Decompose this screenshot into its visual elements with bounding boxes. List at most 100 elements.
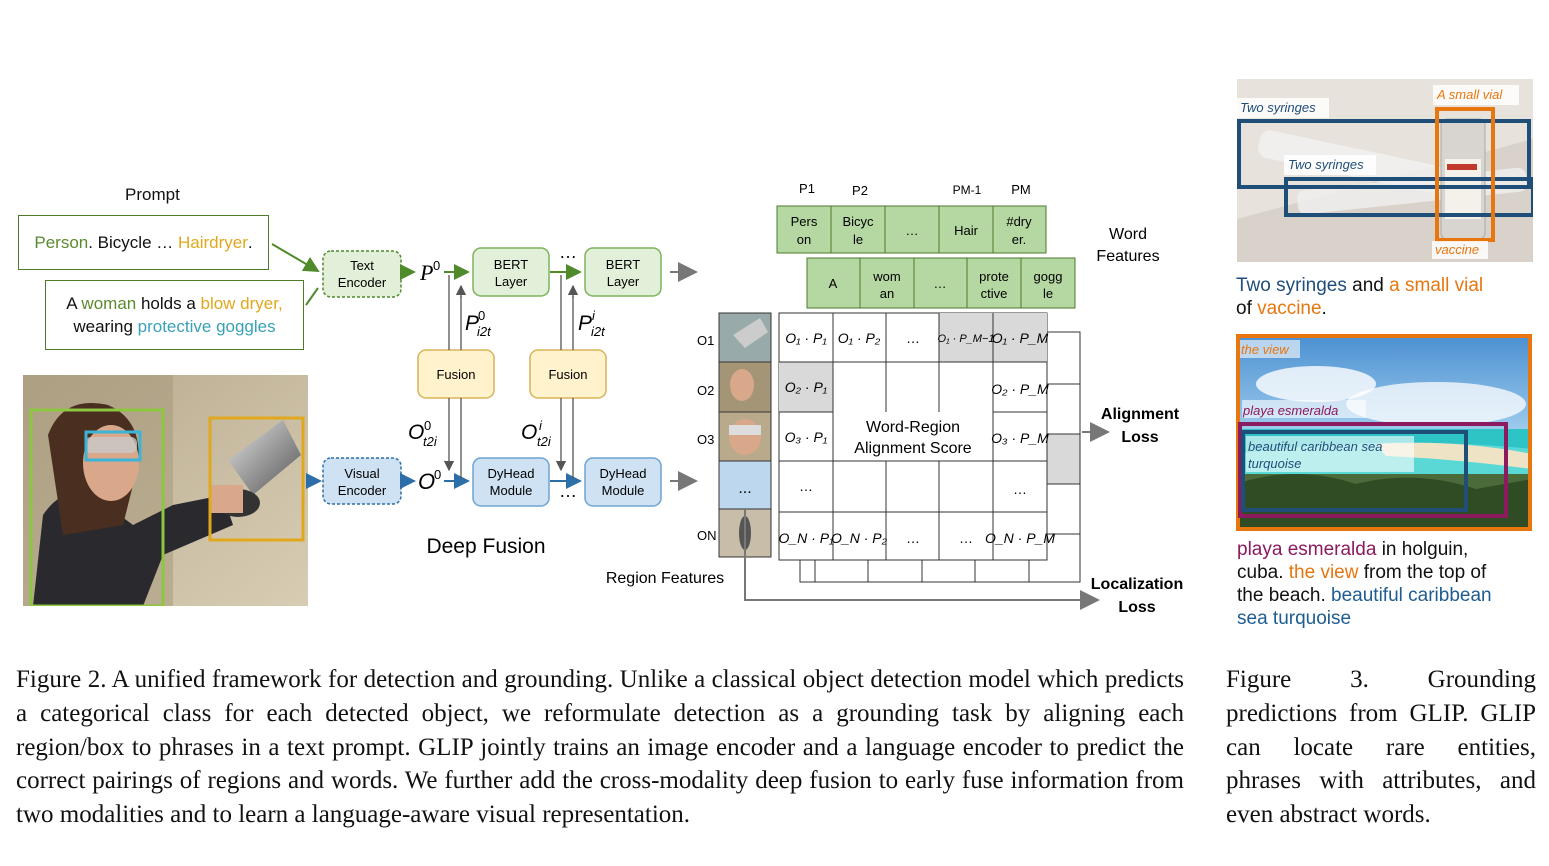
- svg-text:Module: Module: [602, 483, 645, 498]
- deep-fusion-label: Deep Fusion: [426, 535, 545, 558]
- svg-text:i: i: [592, 308, 596, 323]
- svg-text:P: P: [465, 312, 479, 335]
- svg-text:0: 0: [433, 258, 440, 273]
- region-features-column: ...: [718, 312, 772, 558]
- svg-text:Bicyc: Bicyc: [842, 214, 874, 229]
- svg-text:O₁ · P_M: O₁ · P_M: [992, 330, 1049, 346]
- svg-text:O: O: [521, 421, 537, 444]
- svg-text:prote: prote: [979, 269, 1009, 284]
- svg-text:Text: Text: [350, 258, 374, 273]
- svg-text:t2i: t2i: [423, 434, 438, 449]
- svg-text:DyHead: DyHead: [488, 466, 535, 481]
- svg-text:O1: O1: [697, 333, 714, 348]
- svg-text:O_N · P₁: O_N · P₁: [779, 530, 835, 546]
- svg-text:O₁ · P₂: O₁ · P₂: [838, 330, 881, 346]
- svg-text:Layer: Layer: [495, 274, 528, 289]
- svg-text:i: i: [539, 418, 543, 433]
- alignment-grid: O₁ · P₁ O₁ · P₂ … O₁ · P_M−1 O₁ · P_M O₂…: [778, 312, 1055, 561]
- svg-text:O3: O3: [697, 432, 714, 447]
- svg-text:BERT: BERT: [494, 257, 528, 272]
- svg-text:ctive: ctive: [981, 286, 1008, 301]
- svg-text:Features: Features: [1096, 248, 1159, 265]
- svg-text:Hair: Hair: [954, 223, 979, 238]
- svg-text:vaccine: vaccine: [1435, 242, 1479, 257]
- svg-text:Visual: Visual: [344, 466, 379, 481]
- beach-photo: the view playa esmeralda beautiful carib…: [1236, 334, 1532, 531]
- svg-text:O_N · P₂: O_N · P₂: [831, 530, 888, 546]
- svg-text:an: an: [880, 286, 894, 301]
- bert-layer-2: BERT Layer: [584, 247, 662, 297]
- svg-text:le: le: [1043, 286, 1053, 301]
- svg-text:Encoder: Encoder: [338, 275, 387, 290]
- svg-text:O₃ · P_M: O₃ · P_M: [991, 430, 1049, 446]
- text-encoder: Text Encoder: [322, 250, 402, 298]
- svg-text:...: ...: [738, 480, 751, 497]
- svg-text:the view: the view: [1241, 342, 1290, 357]
- bert-layer-1: BERT Layer: [472, 247, 550, 297]
- svg-text:P: P: [578, 312, 592, 335]
- region-features-label: Region Features: [606, 570, 724, 587]
- dyhead-module-2: DyHead Module: [584, 457, 662, 507]
- svg-text:turquoise: turquoise: [1248, 456, 1301, 471]
- svg-text:BERT: BERT: [606, 257, 640, 272]
- svg-text:P1: P1: [799, 181, 815, 196]
- prompt-box-sentence: A woman holds a blow dryer, wearing prot…: [45, 280, 304, 350]
- dyhead-module-1: DyHead Module: [472, 457, 550, 507]
- svg-text:Two syringes: Two syringes: [1288, 157, 1364, 172]
- svg-text:O₃ · P₁: O₃ · P₁: [785, 429, 828, 445]
- svg-text:Layer: Layer: [607, 274, 640, 289]
- svg-text:ON: ON: [697, 528, 717, 543]
- word-features-row-2: A wom an … prote ctive gogg le: [806, 257, 1076, 309]
- svg-text:PM: PM: [1011, 182, 1031, 197]
- svg-text:Two syringes: Two syringes: [1240, 100, 1316, 115]
- svg-text:le: le: [853, 232, 863, 247]
- glip-diagram: Text Encoder Visual Encoder P 0 O 0 BERT…: [271, 181, 1183, 616]
- svg-text:…: …: [934, 276, 947, 291]
- svg-text:Loss: Loss: [1121, 429, 1158, 446]
- svg-text:on: on: [797, 232, 811, 247]
- prompt-box-classes: Person. Bicycle … Hairdryer.: [18, 215, 269, 270]
- svg-text:P: P: [419, 260, 433, 285]
- alignment-loss-label: Alignment: [1101, 406, 1180, 423]
- svg-text:beautiful caribbean sea: beautiful caribbean sea: [1248, 439, 1382, 454]
- svg-text:t2i: t2i: [537, 434, 552, 449]
- svg-text:Pers: Pers: [791, 214, 818, 229]
- svg-text:Fusion: Fusion: [436, 367, 475, 382]
- svg-text:A: A: [829, 276, 838, 291]
- svg-text:PM-1: PM-1: [953, 183, 982, 197]
- svg-text:Fusion: Fusion: [548, 367, 587, 382]
- svg-text:i2t: i2t: [477, 324, 492, 339]
- fig3-text-2: playa esmeralda in holguin, cuba. the vi…: [1237, 539, 1492, 629]
- svg-text:…: …: [906, 530, 920, 546]
- svg-text:Module: Module: [490, 483, 533, 498]
- svg-text:…: …: [559, 481, 577, 501]
- localization-loss-label: Localization: [1091, 576, 1183, 593]
- svg-text:O₂ · P_M: O₂ · P_M: [991, 381, 1049, 397]
- prompt-label: Prompt: [125, 185, 180, 204]
- svg-text:P2: P2: [852, 183, 868, 198]
- visual-encoder: Visual Encoder: [322, 457, 402, 505]
- svg-text:wom: wom: [872, 269, 900, 284]
- fig3-text-1: Two syringes and a small vial of vaccine…: [1236, 275, 1484, 319]
- svg-text:O₁ · P_M−1: O₁ · P_M−1: [938, 333, 995, 345]
- svg-text:Encoder: Encoder: [338, 483, 387, 498]
- svg-text:O_N · P_M: O_N · P_M: [985, 530, 1055, 546]
- svg-text:#dry: #dry: [1006, 214, 1032, 229]
- svg-text:O: O: [408, 421, 424, 444]
- svg-text:O2: O2: [697, 383, 714, 398]
- svg-text:O: O: [418, 469, 435, 494]
- svg-text:playa esmeralda: playa esmeralda: [1242, 403, 1338, 418]
- vaccine-photo: Two syringes Two syringes A small vial v…: [1237, 79, 1533, 262]
- fusion-1: Fusion: [417, 349, 495, 399]
- svg-text:Alignment Score: Alignment Score: [854, 440, 971, 457]
- svg-text:0: 0: [478, 308, 485, 323]
- svg-text:…: …: [799, 478, 813, 494]
- svg-text:Loss: Loss: [1118, 599, 1155, 616]
- svg-text:DyHead: DyHead: [600, 466, 647, 481]
- fusion-2: Fusion: [529, 349, 607, 399]
- svg-text:A small vial: A small vial: [1436, 87, 1503, 102]
- figure-3-caption: Figure 3. Grounding predictions from GLI…: [1226, 666, 1536, 829]
- svg-text:…: …: [906, 330, 920, 346]
- svg-text:Word: Word: [1109, 226, 1147, 243]
- svg-text:…: …: [1013, 481, 1027, 497]
